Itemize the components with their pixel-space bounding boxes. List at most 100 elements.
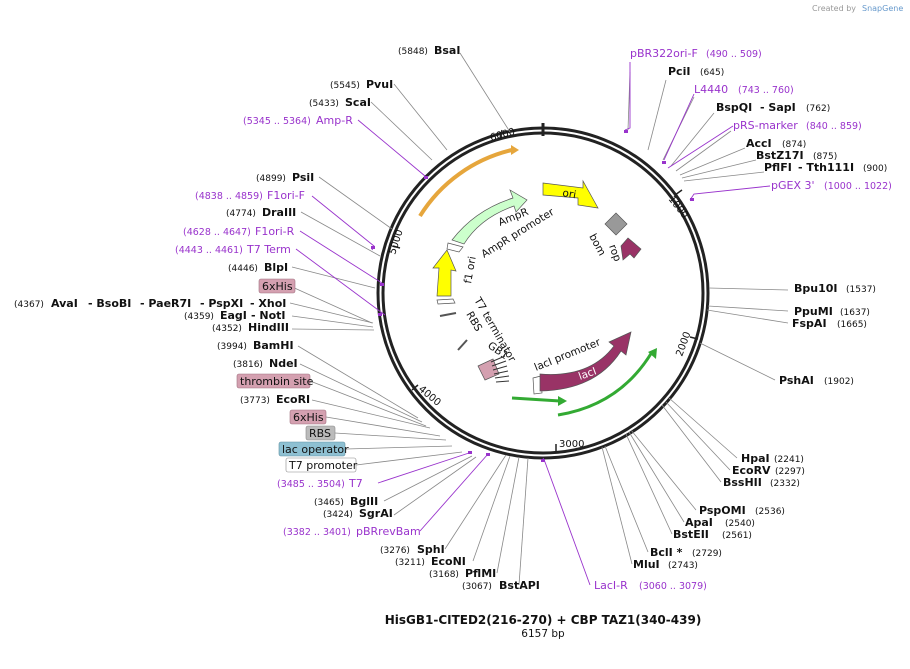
laci-feature — [539, 331, 632, 392]
primer-t7-pos: (3485 .. 3504) — [277, 479, 345, 490]
site-ecori: EcoRI — [276, 393, 310, 406]
site-sgrai: SgrAI — [359, 507, 393, 520]
site-econi-pos: (3211) — [395, 558, 425, 568]
site-pflfi: PflFI — [764, 161, 792, 174]
site-pvui-pos: (5545) — [330, 81, 360, 91]
ampr-promoter-feature — [446, 242, 464, 253]
primer-f1ori-r: F1ori-R — [255, 225, 295, 238]
site-bstapi-pos: (3067) — [462, 582, 492, 592]
site-hindiii: HindIII — [248, 321, 289, 334]
site-draiii: DraIII — [262, 206, 296, 219]
primer-t7term-pos: (4443 .. 4461) — [175, 245, 243, 256]
site-bsteii-pos: (2561) — [722, 531, 752, 541]
site-blpi-pos: (4446) — [228, 264, 258, 274]
site-sapi: - SapI — [760, 101, 796, 114]
ori-label: ori — [561, 187, 577, 201]
primer-markers — [371, 130, 694, 462]
site-paer7i: - PaeR7I — [140, 297, 191, 310]
box-thrombin-label: thrombin site — [240, 375, 314, 388]
site-pspomi-pos: (2536) — [755, 507, 785, 517]
primer-t7: T7 — [348, 477, 363, 490]
primer-rs-marker-pos: (840 .. 859) — [806, 121, 862, 132]
site-pvui: PvuI — [366, 78, 393, 91]
site-pspxi: - PspXI — [200, 297, 243, 310]
site-bsai-pos: (5848) — [398, 47, 428, 57]
site-draiii-pos: (4774) — [226, 209, 256, 219]
site-pspomi: PspOMI — [699, 504, 746, 517]
site-pflfi-pos: (900) — [863, 164, 887, 174]
site-bcli-pos: (2729) — [692, 549, 722, 559]
site-ecorv-pos: (2297) — [775, 467, 805, 477]
credit-text: Created by — [812, 4, 856, 13]
box-lac-operator — [278, 441, 346, 457]
site-ndei-pos: (3816) — [233, 360, 263, 370]
site-bamhi-pos: (3994) — [217, 342, 247, 352]
box-lac-operator-label: lac operator — [282, 443, 349, 456]
site-hpai: HpaI — [741, 452, 770, 465]
orange-arc-head — [511, 145, 519, 155]
site-bpu10i-pos: (1537) — [846, 285, 876, 295]
primer-pbrrevbam-pos: (3382 .. 3401) — [283, 527, 351, 538]
site-scai-pos: (5433) — [309, 99, 339, 109]
ampr-feature — [451, 189, 528, 245]
site-ecorv: EcoRV — [732, 464, 771, 477]
site-ppumi: PpuMI — [794, 305, 833, 318]
site-pflmi-pos: (3168) — [429, 570, 459, 580]
primer-pgex3-pos: (1000 .. 1022) — [824, 181, 892, 192]
site-ecori-pos: (3773) — [240, 396, 270, 406]
site-bstz17i: BstZ17I — [756, 149, 804, 162]
lac-green-head-2 — [558, 396, 567, 406]
site-ppumi-pos: (1637) — [840, 308, 870, 318]
primer-f1ori-f: F1ori-F — [267, 189, 305, 202]
tick-marks — [392, 129, 699, 452]
site-hpai-pos: (2241) — [774, 455, 804, 465]
site-bsteii: BstEII — [673, 528, 709, 541]
site-acci-pos: (874) — [782, 140, 806, 150]
primer-pbrrevbam: pBRrevBam — [356, 525, 421, 538]
bom-feature — [604, 212, 628, 236]
site-blpi: BlpI — [264, 261, 288, 274]
site-pshai: PshAI — [779, 374, 814, 387]
box-thrombin — [236, 373, 311, 389]
tick-6000: 6000 — [489, 127, 516, 144]
site-bsshii-pos: (2332) — [770, 479, 800, 489]
backbone-inner — [381, 131, 705, 455]
site-avai: AvaI — [51, 297, 78, 310]
rop-label: rop — [606, 243, 623, 264]
primer-ampr: Amp-R — [316, 114, 353, 127]
box-rbs-label: RBS — [309, 427, 331, 440]
ori-feature — [542, 179, 599, 209]
primer-laci-r: LacI-R — [594, 579, 628, 592]
site-ndei: NdeI — [269, 357, 298, 370]
gb1-feature — [477, 358, 500, 381]
box-6xhis-b-label: 6xHis — [293, 411, 324, 424]
site-eagi: EagI — [220, 309, 247, 322]
site-scai: ScaI — [345, 96, 371, 109]
primer-l4440-pos: (743 .. 760) — [738, 85, 794, 96]
primer-rs-marker: pRS-marker — [733, 119, 798, 132]
site-psii-pos: (4899) — [256, 174, 286, 184]
site-avai-pos: (4367) — [14, 300, 44, 310]
gb1-site-marks — [490, 355, 510, 383]
primer-f1ori-f-pos: (4838 .. 4859) — [195, 191, 263, 202]
site-bsobi: - BsoBI — [88, 297, 131, 310]
site-fspai: FspAI — [792, 317, 827, 330]
primer-t7term: T7 Term — [246, 243, 291, 256]
lac-green-head-1 — [648, 348, 657, 359]
tick-3000: 3000 — [559, 439, 584, 450]
site-bstz17i-pos: (875) — [813, 152, 837, 162]
site-bpu10i: Bpu10I — [794, 282, 838, 295]
site-bamhi: BamHI — [253, 339, 294, 352]
site-psii: PsiI — [292, 171, 314, 184]
map-length: 6157 bp — [521, 628, 565, 640]
site-eagi-pos: (4359) — [184, 312, 214, 322]
box-t7-promoter-label: T7 promoter — [288, 459, 358, 472]
rbs-mark — [457, 339, 468, 351]
site-fspai-pos: (1665) — [837, 320, 867, 330]
site-mlui-pos: (2743) — [668, 561, 698, 571]
box-6xhis-a — [258, 278, 296, 294]
box-t7-promoter — [285, 457, 357, 473]
site-sphi-pos: (3276) — [380, 546, 410, 556]
bom-label: bom — [586, 232, 608, 258]
site-hindiii-pos: (4352) — [212, 324, 242, 334]
